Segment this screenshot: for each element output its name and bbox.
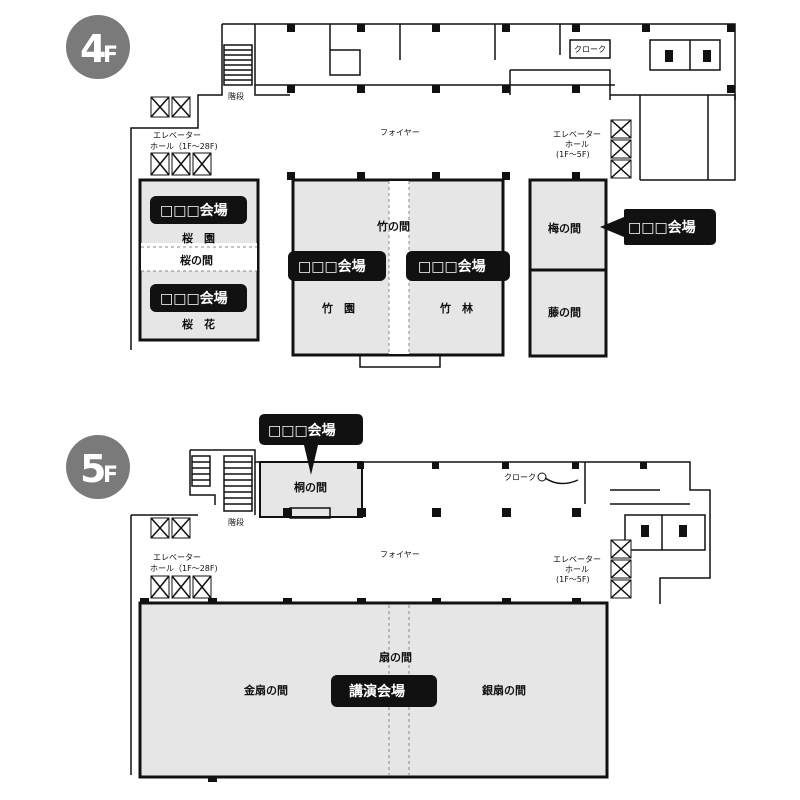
svg-text:講演会場: 講演会場 — [349, 683, 405, 700]
svg-text:□□□会場: □□□会場 — [628, 219, 696, 236]
svg-text:□□□会場: □□□会場 — [160, 290, 228, 307]
svg-text:エレベーター: エレベーター — [553, 555, 601, 564]
svg-text:□□□会場: □□□会場 — [418, 258, 486, 275]
room-chikurin: 竹 林 — [439, 301, 473, 315]
restroom-men-icon — [703, 46, 711, 62]
floor-4f-label: 4 F — [66, 15, 130, 79]
floor-4f: 4 F 階段 クローク — [66, 15, 736, 368]
svg-text:(1F～5F): (1F～5F) — [556, 575, 590, 584]
badge-lecture-5f: 講演会場 — [331, 675, 437, 707]
cloak-5f: クローク — [504, 472, 579, 485]
svg-text:(1F～5F): (1F～5F) — [556, 150, 590, 159]
badge-ume-4f: □□□会場 — [600, 209, 716, 245]
svg-text:5: 5 — [80, 447, 106, 491]
restroom-women-icon — [641, 525, 649, 537]
elevator-hall-right-4f: エレベーター ホール (1F～5F) — [553, 119, 632, 179]
room-sakura-no-ma: 桜の間 — [180, 253, 213, 267]
badge-sakura-en-4f: □□□会場 — [150, 196, 247, 224]
badge-kiri-5f: □□□会場 — [259, 414, 363, 475]
room-ume-no-ma: 梅の間 — [548, 221, 581, 235]
room-kiri-no-ma: 桐の間 — [294, 480, 327, 494]
badge-chikurin-4f: □□□会場 — [406, 251, 510, 281]
room-kinsen-no-ma: 金扇の間 — [243, 683, 288, 697]
foyer-label-5f: フォイヤー — [380, 550, 420, 559]
cloak-label-4f: クローク — [574, 45, 606, 54]
stairs-4f: 階段 — [223, 44, 253, 101]
svg-text:エレベーター: エレベーター — [153, 131, 201, 140]
foyer-label-4f: フォイヤー — [380, 128, 420, 137]
room-chikuen: 竹 園 — [321, 301, 355, 315]
room-ginsen-no-ma: 銀扇の間 — [482, 683, 526, 697]
svg-text:□□□会場: □□□会場 — [298, 258, 366, 275]
floor-5f: 5 F 階段 桐の間 クローク — [66, 414, 711, 782]
room-sakura-ka: 桜 花 — [182, 317, 215, 331]
svg-text:F: F — [103, 463, 118, 488]
svg-text:□□□会場: □□□会場 — [160, 202, 228, 219]
svg-text:エレベーター: エレベーター — [553, 130, 601, 139]
restroom-men-icon — [679, 525, 687, 537]
svg-text:F: F — [103, 43, 118, 68]
restroom-women-icon — [665, 46, 673, 62]
elevator-hall-right-5f: エレベーター ホール (1F～5F) — [553, 539, 632, 599]
svg-text:4: 4 — [80, 27, 106, 71]
svg-text:ホール（1F～28F): ホール（1F～28F) — [150, 142, 218, 151]
elevator-hall-left-4f: エレベーター ホール（1F～28F) — [150, 96, 218, 176]
svg-text:ホール（1F～28F): ホール（1F～28F) — [150, 564, 218, 573]
room-fuji-no-ma: 藤の間 — [548, 305, 581, 319]
badge-chikuen-4f: □□□会場 — [288, 251, 386, 281]
pillars-4f — [287, 24, 735, 180]
ume-fuji-block-4f: 梅の間 藤の間 — [528, 178, 608, 358]
stairs-label-4f: 階段 — [228, 91, 244, 101]
svg-text:□□□会場: □□□会場 — [268, 422, 336, 439]
svg-text:ホール: ホール — [565, 565, 589, 574]
room-sakura-en: 桜 園 — [182, 231, 215, 245]
floor-5f-label: 5 F — [66, 435, 130, 499]
stairs-5f: 階段 — [189, 450, 253, 527]
svg-text:ホール: ホール — [565, 140, 589, 149]
stairs-label-5f: 階段 — [228, 517, 244, 527]
elevator-hall-left-5f: エレベーター ホール（1F～28F) — [150, 517, 218, 599]
room-ougi-no-ma: 扇の間 — [379, 650, 412, 664]
cloak-label-5f: クローク — [504, 473, 536, 482]
badge-sakura-ka-4f: □□□会場 — [150, 284, 247, 312]
svg-text:エレベーター: エレベーター — [153, 553, 201, 562]
room-take-no-ma: 竹の間 — [376, 219, 410, 233]
